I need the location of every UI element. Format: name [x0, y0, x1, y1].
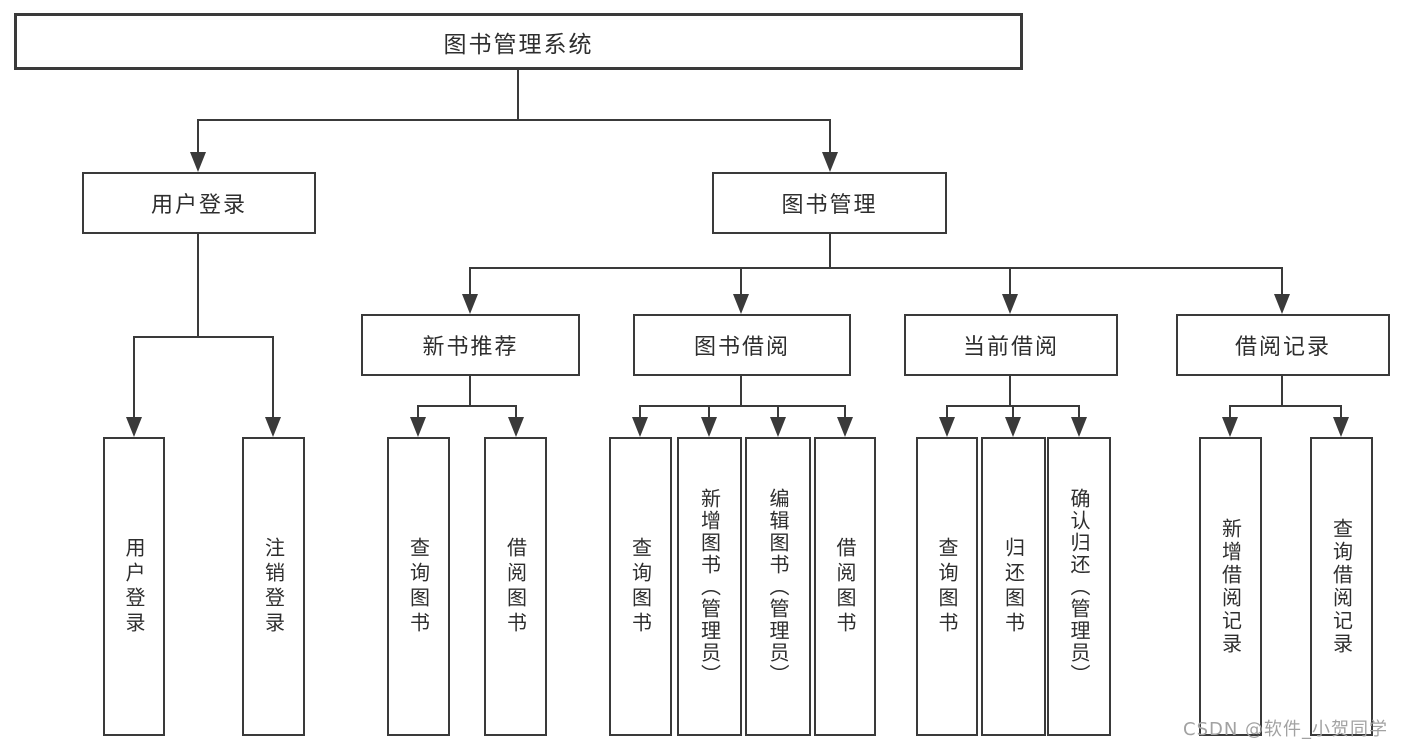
node-book-management: 图书管理 [712, 172, 947, 234]
connector-bookborrow-trunk [740, 375, 742, 407]
arrowhead-down-icon [1222, 417, 1238, 437]
connector-drop-level3 [469, 268, 471, 295]
node-user-login: 用户登录 [82, 172, 316, 234]
csdn-watermark: CSDN @软件_小贺同学 [1183, 719, 1389, 740]
node-book-borrow: 图书借阅 [633, 314, 851, 376]
arrowhead-down-icon [939, 417, 955, 437]
connector-drop-leaf [946, 406, 948, 418]
connector-drop-leaf [1340, 406, 1342, 418]
node-root: 图书管理系统 [14, 13, 1023, 70]
arrowhead-down-icon [462, 294, 478, 314]
connector-drop-user-login [197, 120, 199, 154]
connector-records-trunk [1281, 375, 1283, 407]
arrowhead-down-icon [1071, 417, 1087, 437]
leaf-records-add-record: 新增借阅记录 [1199, 437, 1262, 736]
leaf-borrow-add-books-admin: 新增图书（管理员） [677, 437, 742, 736]
connector-drop-leaf [1078, 406, 1080, 418]
connector-drop-leaf [272, 337, 274, 417]
arrowhead-down-icon [265, 417, 281, 437]
node-new-book-recommend: 新书推荐 [361, 314, 580, 376]
arrowhead-down-icon [632, 417, 648, 437]
leaf-borrow-edit-books-admin: 编辑图书（管理员） [745, 437, 811, 736]
connector-newbook-branch [417, 405, 517, 407]
connector-records-branch [1229, 405, 1342, 407]
connector-drop-leaf [639, 406, 641, 418]
connector-user-login-trunk [197, 234, 199, 338]
leaf-current-query-books: 查询图书 [916, 437, 978, 736]
arrowhead-down-icon [733, 294, 749, 314]
arrowhead-down-icon [508, 417, 524, 437]
connector-level3-branch [469, 267, 1283, 269]
node-current-borrow: 当前借阅 [904, 314, 1118, 376]
arrowhead-down-icon [410, 417, 426, 437]
connector-drop-leaf [777, 406, 779, 418]
arrowhead-down-icon [770, 417, 786, 437]
arrowhead-down-icon [837, 417, 853, 437]
arrowhead-down-icon [190, 152, 206, 172]
leaf-current-confirm-return-admin: 确认归还（管理员） [1047, 437, 1111, 736]
arrowhead-down-icon [126, 417, 142, 437]
connector-drop-leaf [133, 337, 135, 417]
connector-currentborrow-trunk [1009, 375, 1011, 407]
connector-drop-leaf [1229, 406, 1231, 418]
arrowhead-down-icon [1005, 417, 1021, 437]
connector-drop-leaf [515, 406, 517, 418]
connector-drop-book-management [829, 120, 831, 154]
connector-bookborrow-branch [639, 405, 846, 407]
connector-drop-leaf [708, 406, 710, 418]
connector-user-login-branch [133, 336, 274, 338]
leaf-records-query-record: 查询借阅记录 [1310, 437, 1373, 736]
connector-book-management-trunk [829, 234, 831, 269]
connector-drop-leaf [1012, 406, 1014, 418]
arrowhead-down-icon [1274, 294, 1290, 314]
leaf-current-return-books: 归还图书 [981, 437, 1046, 736]
leaf-borrow-query-books: 查询图书 [609, 437, 672, 736]
arrowhead-down-icon [1333, 417, 1349, 437]
connector-drop-level3 [740, 268, 742, 295]
arrowhead-down-icon [822, 152, 838, 172]
connector-newbook-trunk [469, 375, 471, 407]
connector-drop-level3 [1281, 268, 1283, 295]
leaf-logout: 注销登录 [242, 437, 305, 736]
arrowhead-down-icon [1002, 294, 1018, 314]
connector-root-trunk [517, 69, 519, 121]
leaf-newbook-borrow-books: 借阅图书 [484, 437, 547, 736]
connector-drop-level3 [1009, 268, 1011, 295]
leaf-borrow-borrow-books: 借阅图书 [814, 437, 876, 736]
arrowhead-down-icon [701, 417, 717, 437]
node-borrow-records: 借阅记录 [1176, 314, 1390, 376]
connector-level2-branch [197, 119, 831, 121]
leaf-newbook-query-books: 查询图书 [387, 437, 450, 736]
connector-drop-leaf [844, 406, 846, 418]
connector-drop-leaf [417, 406, 419, 418]
leaf-user-login: 用户登录 [103, 437, 165, 736]
